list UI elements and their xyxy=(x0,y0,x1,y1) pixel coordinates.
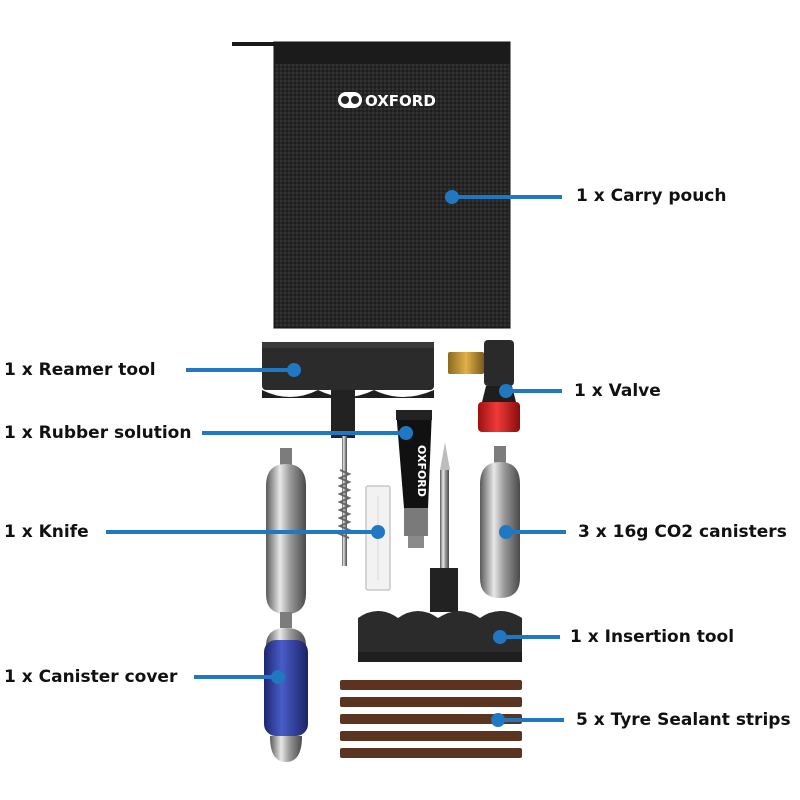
callout-canister-cover xyxy=(194,670,285,684)
co2-valve xyxy=(448,340,520,432)
label-valve: 1 x Valve xyxy=(574,381,661,401)
label-canister-cover: 1 x Canister cover xyxy=(4,667,178,687)
label-rubber-solution: 1 x Rubber solution xyxy=(4,423,192,443)
label-sealant-strips: 5 x Tyre Sealant strips xyxy=(576,710,791,730)
callout-rubber-solution xyxy=(202,426,413,440)
svg-text:OXFORD: OXFORD xyxy=(415,445,428,497)
label-co2-canisters: 3 x 16g CO2 canisters xyxy=(578,522,787,542)
callout-sealant-strips xyxy=(491,713,564,727)
label-carry-pouch: 1 x Carry pouch xyxy=(576,186,727,206)
callout-insertion-tool xyxy=(493,630,560,644)
reamer-tool xyxy=(262,342,434,566)
carry-pouch: OXFORD xyxy=(232,41,511,329)
callout-valve xyxy=(499,384,562,398)
co2-canister-right xyxy=(480,446,520,598)
callout-co2-canisters xyxy=(499,525,566,539)
insertion-tool xyxy=(358,442,522,662)
canister-with-cover xyxy=(264,612,308,762)
tyre-sealant-strips xyxy=(340,680,522,758)
co2-canister-left xyxy=(266,448,306,614)
oxford-logo: OXFORD xyxy=(338,92,436,110)
callout-reamer-tool xyxy=(186,363,301,377)
label-reamer-tool: 1 x Reamer tool xyxy=(4,360,156,380)
callout-knife xyxy=(106,525,385,539)
svg-text:OXFORD: OXFORD xyxy=(365,92,436,110)
label-insertion-tool: 1 x Insertion tool xyxy=(570,627,735,647)
callout-carry-pouch xyxy=(445,190,562,204)
label-knife: 1 x Knife xyxy=(4,522,89,542)
